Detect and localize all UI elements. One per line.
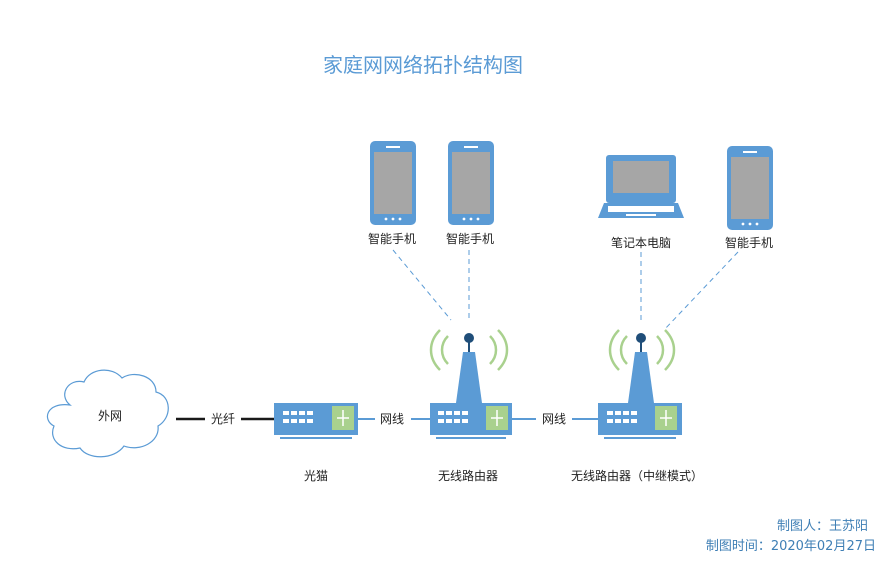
modem-label: 光猫	[304, 469, 328, 483]
laptop-label: 笔记本电脑	[611, 235, 671, 250]
author-text: 制图人：王苏阳	[777, 518, 868, 534]
phone1-label: 智能手机	[368, 231, 416, 246]
wireless-link-phone1	[392, 249, 452, 321]
internet-label: 外网	[98, 409, 122, 423]
fiber-label: 光纤	[211, 412, 235, 426]
cable1-label: 网线	[380, 412, 404, 426]
modem-icon	[274, 403, 358, 439]
cable1-label-bg	[375, 410, 411, 428]
repeater-label: 无线路由器（中继模式）	[571, 468, 703, 483]
cable2-label-bg	[536, 410, 572, 428]
fiber-label-bg	[205, 410, 241, 428]
smartphone-icon	[448, 141, 494, 225]
laptop-icon	[598, 155, 684, 218]
diagram-title: 家庭网网络拓扑结构图	[323, 53, 523, 77]
wireless-link-phone3	[663, 251, 739, 331]
cable2-label: 网线	[542, 412, 566, 426]
repeater-router-icon	[598, 329, 682, 439]
phone2-label: 智能手机	[446, 231, 494, 246]
internet-cloud-icon: 外网	[46, 369, 169, 458]
date-text: 制图时间：2020年02月27日	[706, 539, 876, 554]
router-icon	[429, 329, 512, 439]
phone3-label: 智能手机	[725, 235, 773, 250]
smartphone-icon	[727, 146, 773, 230]
smartphone-icon	[370, 141, 416, 225]
wireless-links	[392, 249, 739, 331]
router-label: 无线路由器	[438, 468, 498, 483]
